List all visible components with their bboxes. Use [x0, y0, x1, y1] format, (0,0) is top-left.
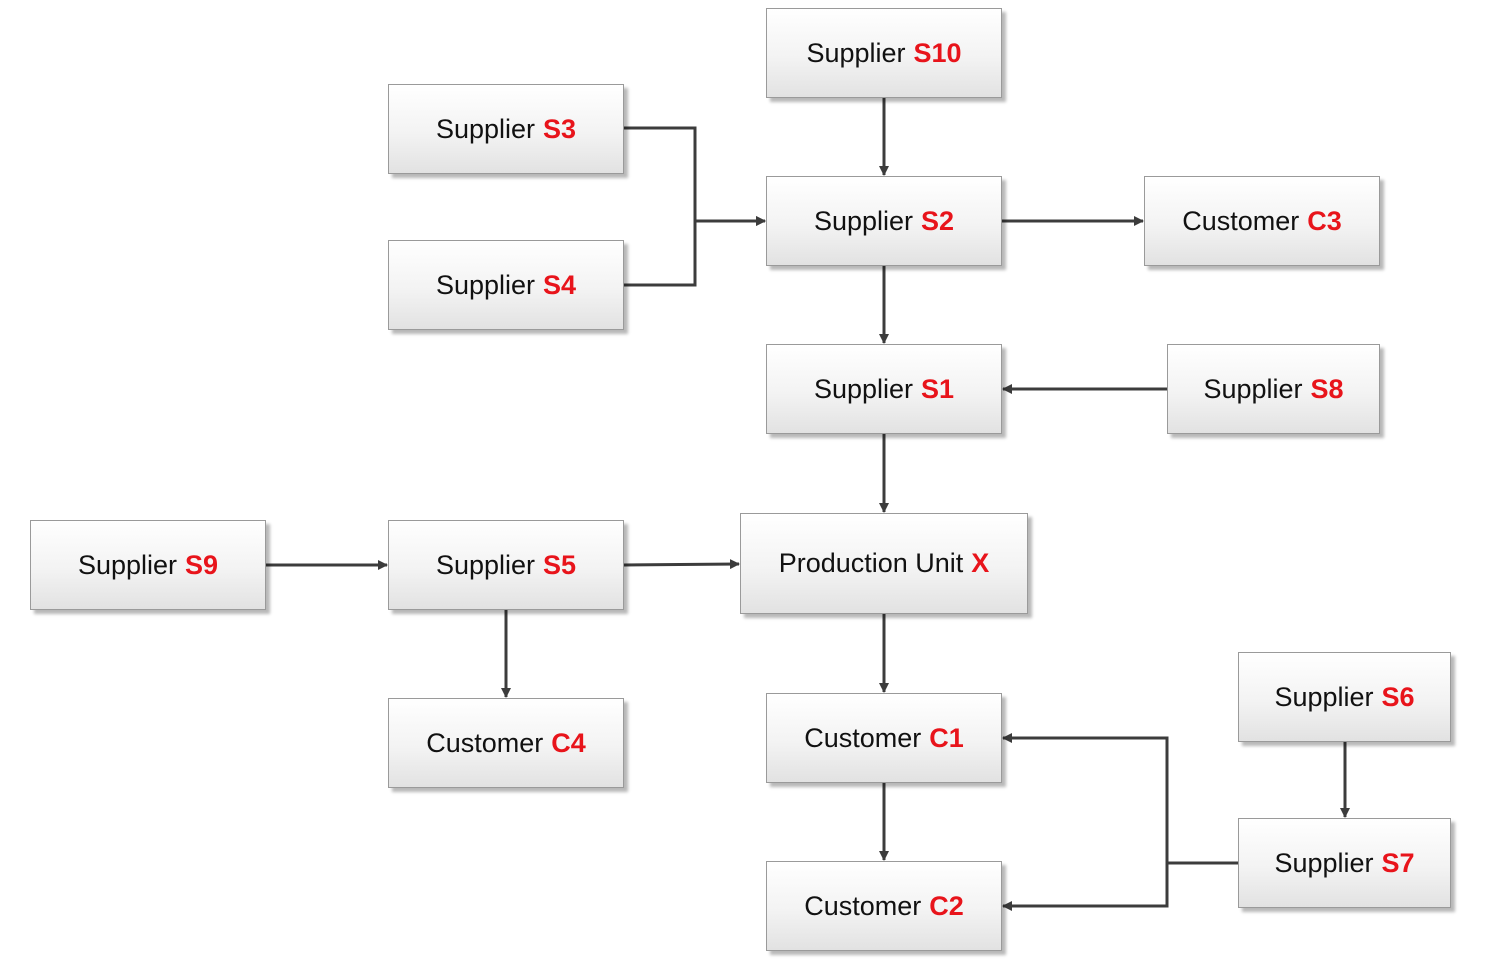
node-kind-label: Customer: [426, 727, 544, 758]
node-kind-label: Supplier: [1274, 847, 1374, 878]
node-code-label: C4: [551, 727, 586, 758]
node-kind-label: Supplier: [435, 549, 536, 580]
node-code-label: C2: [929, 890, 964, 921]
node-code-label: S8: [1310, 373, 1344, 404]
node-kind-label: Supplier: [435, 113, 536, 144]
node-code-label: S5: [543, 549, 577, 580]
node-kind-label: Customer: [804, 722, 922, 753]
node-code-label: S6: [1381, 681, 1415, 712]
node-kind-label: Customer: [804, 890, 922, 921]
node-code-label: S1: [921, 373, 955, 404]
node-code-label: S4: [543, 269, 577, 300]
node-code-label: C3: [1307, 205, 1342, 236]
node-code-label: S10: [913, 37, 962, 68]
arrow-s4-to-s2: [624, 216, 766, 287]
arrow-s3-to-s2: [624, 126, 766, 226]
arrow-s7-to-c1: [1002, 733, 1238, 865]
node-code-label: S3: [543, 113, 577, 144]
node-kind-label: Supplier: [77, 549, 178, 580]
node-kind-label: Supplier: [1203, 373, 1303, 404]
node-kind-label: Supplier: [1274, 681, 1374, 712]
node-code-label: S9: [185, 549, 219, 580]
node-code-label: S7: [1381, 847, 1415, 878]
node-code-label: S2: [921, 205, 955, 236]
arrow-s7-to-c2: [1002, 861, 1238, 911]
node-kind-label: Production Unit: [778, 548, 964, 578]
node-kind-label: Supplier: [806, 37, 906, 68]
node-kind-label: Supplier: [435, 269, 536, 300]
node-kind-label: Supplier: [813, 373, 914, 404]
node-code-label: X: [971, 548, 990, 578]
node-kind-label: Customer: [1182, 205, 1300, 236]
node-kind-label: Supplier: [813, 205, 914, 236]
arrow-s5-to-x: [623, 559, 740, 570]
node-code-label: C1: [929, 722, 964, 753]
